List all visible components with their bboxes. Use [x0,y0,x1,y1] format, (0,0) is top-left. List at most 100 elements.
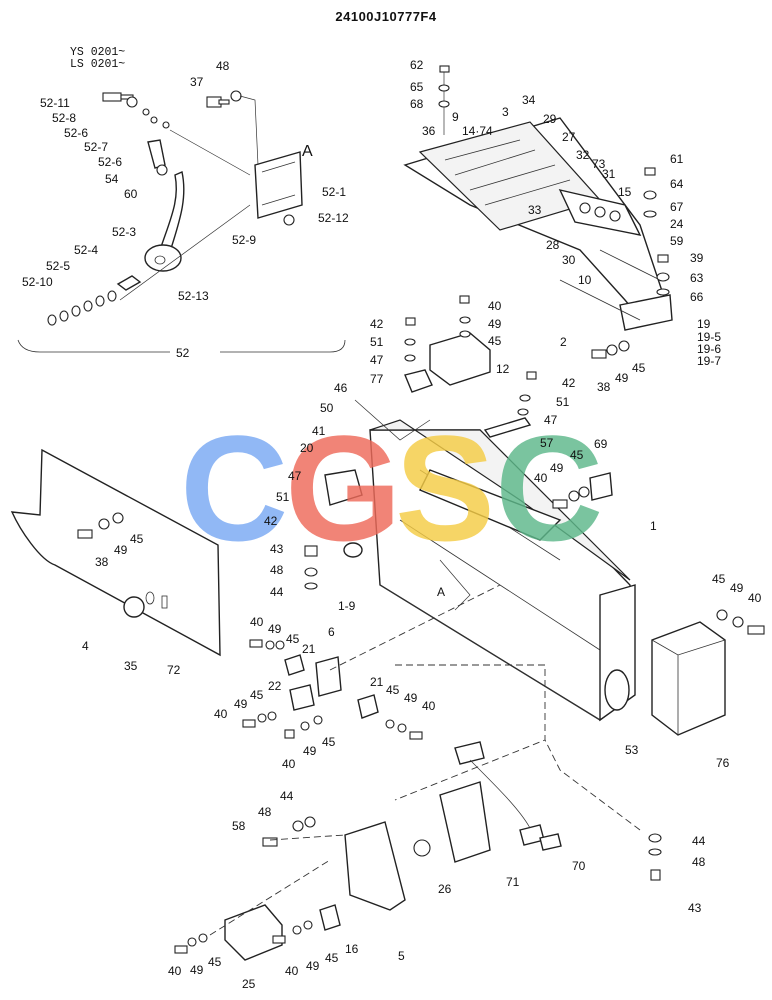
bolt-58 [262,837,278,847]
callout: 48 [216,59,230,73]
callout: 45 [286,632,300,646]
callout: 3 [502,105,509,119]
upper-frame-assembly [403,65,673,359]
callout: 45 [632,361,646,375]
callout: 9 [452,110,459,124]
watermark: C G S C [180,404,603,572]
callout: 69 [594,437,608,451]
callout: 43 [688,901,702,915]
callout: 40 [422,699,436,713]
callout: 2 [560,335,567,349]
callout: 16 [345,942,359,956]
callout: 63 [690,271,704,285]
callout: 40 [748,591,762,605]
clip-77 [404,369,433,393]
callout: 49 [488,317,502,331]
watermark-letter-s: S [395,404,495,572]
connector-16 [319,904,341,931]
grommet-53 [604,669,630,711]
callout: 42 [370,317,384,331]
callout: 44 [280,789,294,803]
callout-labels: 52-11 52-8 52-6 52-7 52-6 37 48 54 60 52… [22,58,762,991]
watermark-letter-c2: C [495,404,603,572]
callout: 49 [306,959,320,973]
callout: 41 [312,424,326,438]
callout: 26 [438,882,452,896]
callout: 1-9 [338,599,356,613]
bolt-52-11 [102,92,122,102]
knob-35 [123,596,145,618]
callout: 52-11 [40,96,70,110]
bolt-61 [644,167,656,176]
callout: 49 [234,697,248,711]
callout: 39 [690,251,704,265]
callout: 52-7 [84,140,108,154]
callout: 73 [592,157,606,171]
callout: 49 [615,371,629,385]
callout: 45 [570,448,584,462]
callout: 71 [506,875,520,889]
knob-54 [147,139,166,169]
bracket-69 [589,472,613,501]
callout: 38 [95,555,109,569]
callout: 42 [264,514,278,528]
lower-bracket-5 [174,739,662,961]
callout: 5 [398,949,405,963]
part-number-title: 24100J10777F4 [335,9,436,24]
callout: 45 [250,688,264,702]
callout: 57 [540,436,554,450]
plate-20 [324,469,363,506]
callout: 58 [232,819,246,833]
bracket-6 [315,656,342,697]
serial-note-line-1: YS 0201~ [70,46,125,59]
callout: 35 [124,659,138,673]
callout: 1 [650,519,657,533]
callout: 47 [544,413,558,427]
callout: 31 [602,167,616,181]
callout: 45 [130,532,144,546]
callout: 40 [214,707,228,721]
callout: 10 [578,273,592,287]
callout: 60 [124,187,138,201]
callout: 49 [550,461,564,475]
callout: 49 [404,691,418,705]
box-assembly-76 [651,609,765,736]
detail-marker-a: A [302,143,313,160]
relay-12 [429,332,491,386]
callout: 52-3 [112,225,136,239]
nut-52-12 [283,214,295,226]
callout: 52-6 [98,155,122,169]
main-housing-1 [304,295,636,722]
callout: 53 [625,743,639,757]
callout: 52-4 [74,243,98,257]
callout: 68 [410,97,424,111]
callout: 20 [300,441,314,455]
callout: 65 [410,80,424,94]
callout: 72 [167,663,181,677]
callout: 47 [288,469,302,483]
callout: 51 [556,395,570,409]
callout: 45 [386,683,400,697]
callout: 6 [328,625,335,639]
module-71 [439,781,491,863]
bolt-43 [304,545,318,557]
callout: 25 [242,977,256,991]
callout: 64 [670,177,684,191]
callout: 77 [370,372,384,386]
callout: 59 [670,234,684,248]
washer-stack-52-4 [47,290,117,326]
callout: 22 [268,679,282,693]
bracket-22 [289,684,315,711]
callout: 45 [322,735,336,749]
callout: 66 [690,290,704,304]
callout: 76 [716,756,730,770]
callout: 61 [670,152,684,166]
callout: 34 [522,93,536,107]
callout: 52-1 [322,185,346,199]
cover-19 [619,294,673,331]
switch-26 [413,839,431,857]
bracket-21-lower [357,694,379,719]
callout: 45 [488,334,502,348]
callout: 40 [282,757,296,771]
serial-note-line-2: LS 0201~ [70,58,125,71]
